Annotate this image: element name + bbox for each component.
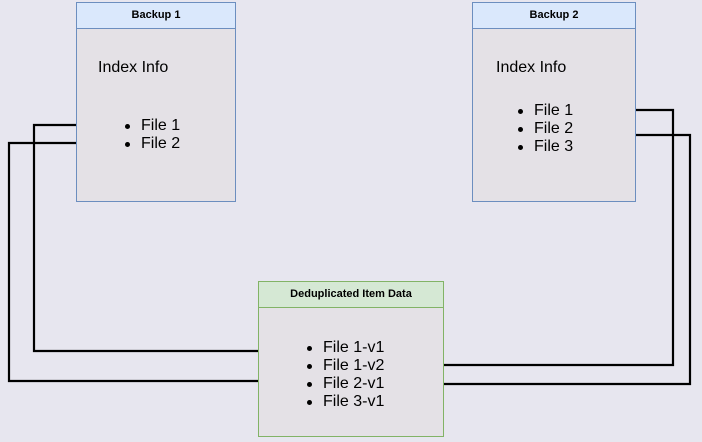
backup-2-file-item[interactable]: File 1	[516, 102, 573, 120]
dedup-item[interactable]: File 2-v1	[305, 375, 384, 393]
dedup-item-list: File 1-v1 File 1-v2 File 2-v1 File 3-v1	[305, 339, 384, 411]
node-deduplicated-item-data-body: File 1-v1 File 1-v2 File 2-v1 File 3-v1	[259, 308, 443, 435]
backup-1-file-item[interactable]: File 2	[123, 135, 180, 153]
node-backup-2-body: Index Info File 1 File 2 File 3	[473, 29, 635, 200]
backup-2-index-info-label: Index Info	[496, 59, 567, 76]
backup-1-index-info-label: Index Info	[98, 59, 169, 76]
dedup-item[interactable]: File 1-v1	[305, 339, 384, 357]
node-backup-2[interactable]: Backup 2 Index Info File 1 File 2 File 3	[472, 2, 636, 202]
backup-2-file-item[interactable]: File 3	[516, 138, 573, 156]
node-deduplicated-item-data[interactable]: Deduplicated Item Data File 1-v1 File 1-…	[258, 281, 444, 437]
node-backup-1-title: Backup 1	[77, 3, 235, 29]
node-deduplicated-item-data-title: Deduplicated Item Data	[259, 282, 443, 308]
node-backup-1-body: Index Info File 1 File 2	[77, 29, 235, 200]
dedup-item[interactable]: File 3-v1	[305, 393, 384, 411]
backup-1-file-item[interactable]: File 1	[123, 117, 180, 135]
dedup-item[interactable]: File 1-v2	[305, 357, 384, 375]
backup-1-file-list: File 1 File 2	[123, 117, 180, 153]
backup-2-file-item[interactable]: File 2	[516, 120, 573, 138]
node-backup-1[interactable]: Backup 1 Index Info File 1 File 2	[76, 2, 236, 202]
node-backup-2-title: Backup 2	[473, 3, 635, 29]
backup-2-file-list: File 1 File 2 File 3	[516, 102, 573, 156]
